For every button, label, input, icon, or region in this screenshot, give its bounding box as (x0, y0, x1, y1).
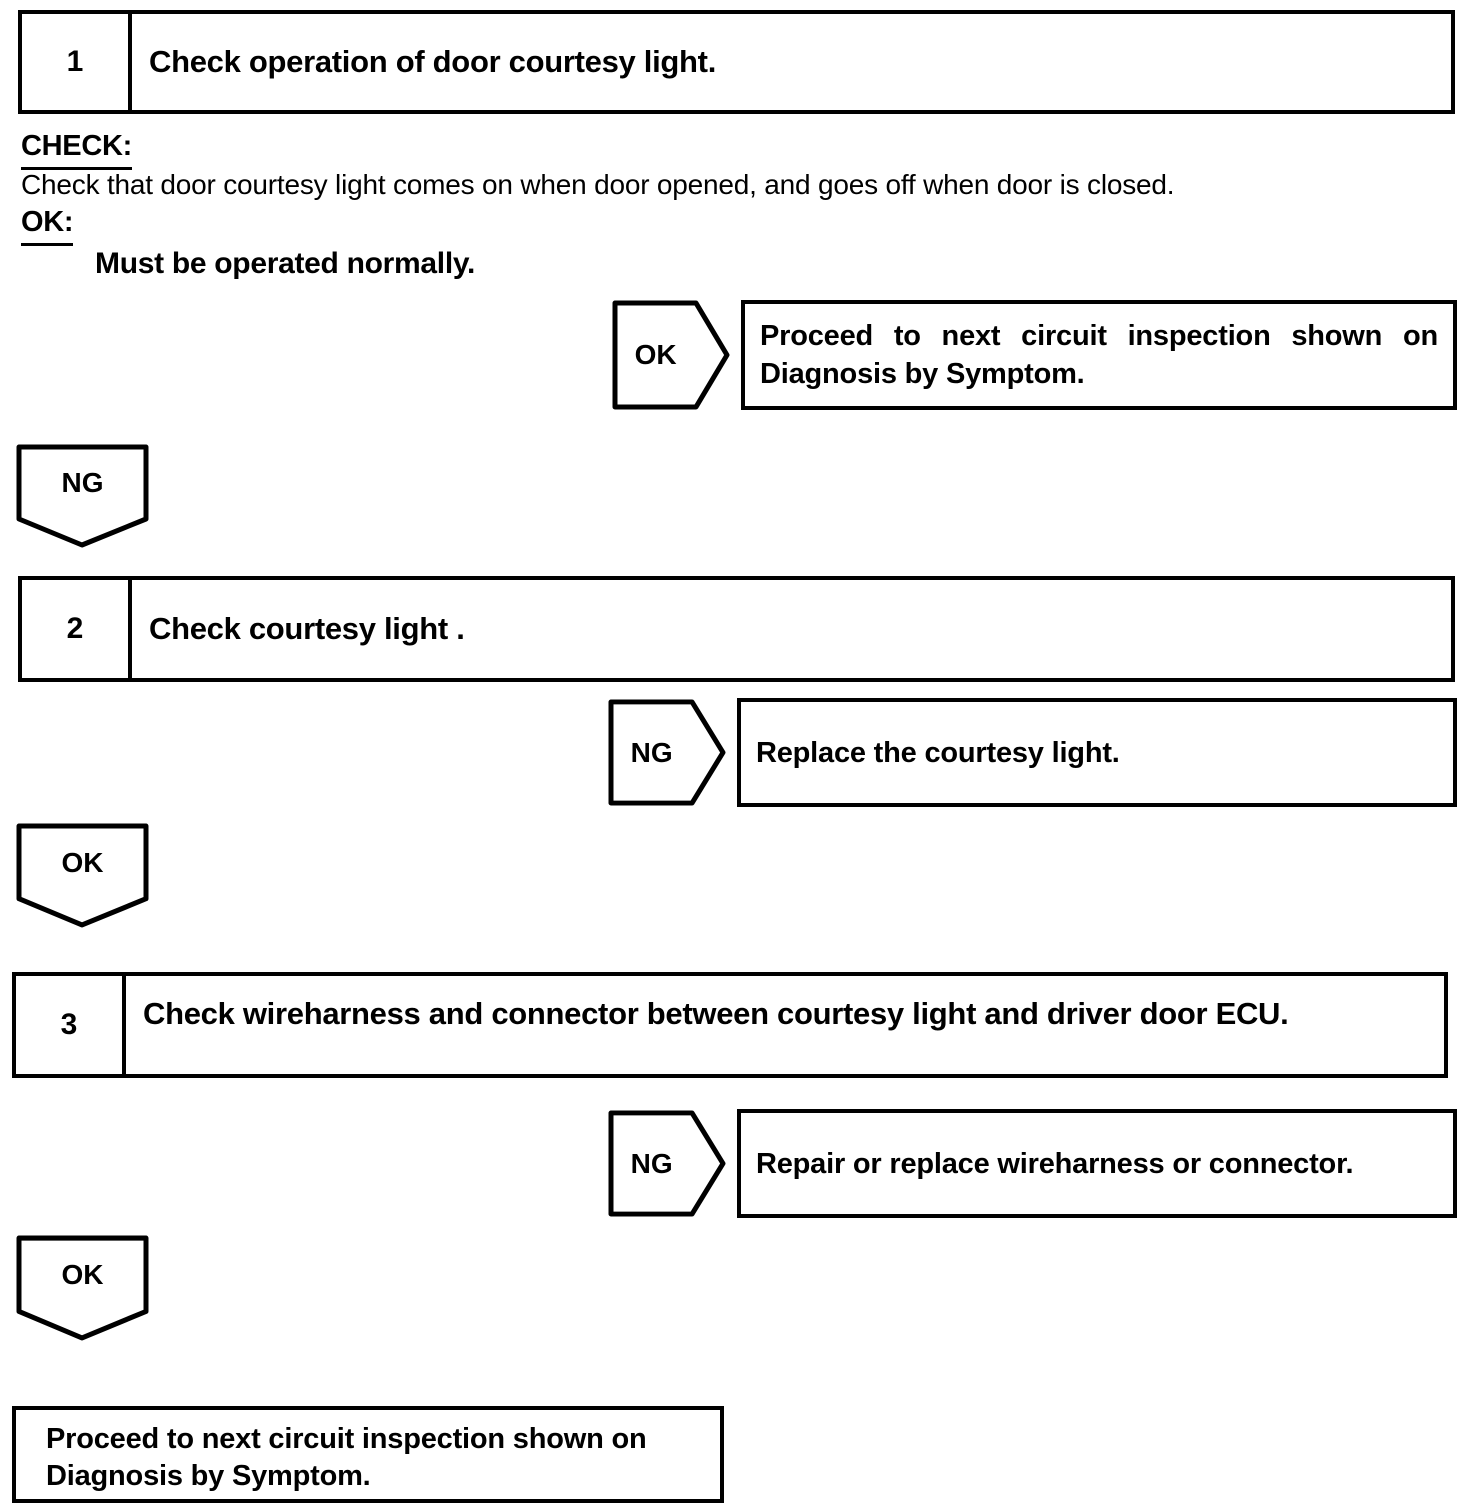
branch-ng-3-label: NG (630, 1147, 673, 1179)
check-instruction-text: Check that door courtesy light comes on … (21, 169, 1175, 200)
branch-ng-2-label: NG (630, 736, 673, 768)
result-box-3: Repair or replace wireharness or connect… (737, 1109, 1457, 1218)
down-pennant-shape (16, 1235, 149, 1341)
result-3-line-1: Repair or replace wireharness or connect… (756, 1147, 1354, 1180)
step-2-title: Check courtesy light . (149, 611, 465, 646)
down-pennant-shape (16, 444, 149, 548)
result-box-1: Proceed to next circuit inspection shown… (741, 300, 1457, 410)
connector-ng-1: NG (15, 443, 150, 549)
result-1-line-1: Proceed to next circuit inspection shown… (760, 320, 1438, 352)
connector-ok-1: OK (15, 822, 150, 929)
step-2-box: 2 Check courtesy light . (18, 576, 1455, 682)
final-line-1: Proceed to next circuit inspection shown… (46, 1423, 647, 1455)
connector-ng-1-label: NG (61, 467, 104, 499)
connector-ok-2-label: OK (61, 1259, 104, 1291)
step-3-number: 3 (16, 976, 126, 1074)
connector-ok-1-label: OK (61, 846, 104, 878)
branch-ok-1-label: OK (634, 339, 677, 370)
connector-ok-2: OK (15, 1234, 150, 1342)
step-1-title: Check operation of door courtesy light. (149, 44, 717, 79)
right-arrow-shape (608, 1110, 726, 1217)
final-line-2: Diagnosis by Symptom. (46, 1460, 371, 1492)
step-3-title: Check wireharness and connector between … (143, 996, 1289, 1031)
branch-ng-2: NG (608, 699, 726, 806)
step-3-box: 3 Check wireharness and connector betwee… (12, 972, 1448, 1078)
right-arrow-shape (608, 699, 726, 806)
step-2-number: 2 (22, 580, 132, 678)
branch-ok-1: OK (612, 300, 730, 410)
ok-label: OK: (21, 206, 74, 246)
right-arrow-shape (612, 300, 730, 410)
final-result-box: Proceed to next circuit inspection shown… (12, 1406, 724, 1503)
ok-criteria-text: Must be operated normally. (95, 247, 476, 280)
check-label: CHECK: (21, 130, 132, 170)
result-2-line-1: Replace the courtesy light. (756, 736, 1120, 769)
step-1-box: 1 Check operation of door courtesy light… (18, 10, 1455, 114)
down-pennant-shape (16, 823, 149, 928)
step-1-number: 1 (22, 14, 132, 110)
result-1-line-2: Diagnosis by Symptom. (760, 358, 1085, 390)
branch-ng-3: NG (608, 1110, 726, 1217)
result-box-2: Replace the courtesy light. (737, 698, 1457, 807)
